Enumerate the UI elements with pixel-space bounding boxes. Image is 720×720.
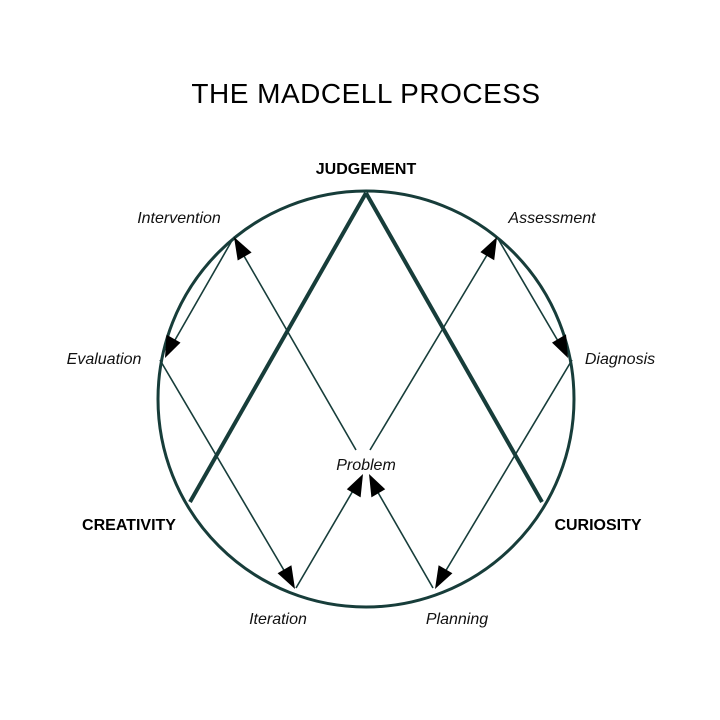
line-planning-problem	[375, 488, 434, 589]
label-curiosity: CURIOSITY	[554, 517, 641, 534]
label-intervention: Intervention	[137, 210, 221, 227]
label-iteration: Iteration	[249, 611, 307, 628]
line-iteration-problem	[295, 488, 355, 589]
label-planning: Planning	[426, 611, 488, 628]
arrowhead-to-iteration	[277, 565, 295, 589]
arrowhead-to-assessment	[480, 237, 497, 261]
arrowhead-to-problem-right	[369, 474, 386, 498]
line-assessment-diagnosis	[496, 236, 559, 342]
label-problem: Problem	[336, 457, 396, 474]
arrowhead-to-intervention	[234, 237, 252, 261]
line-evaluation-iteration	[159, 359, 286, 573]
arrowhead-to-problem-left	[346, 474, 363, 498]
line-problem-assessment	[369, 254, 488, 451]
label-creativity: CREATIVITY	[82, 517, 176, 534]
diagram-title: THE MADCELL PROCESS	[191, 78, 541, 109]
line-intervention-evaluation	[174, 236, 235, 341]
line-problem-intervention	[243, 255, 357, 451]
arrowhead-to-diagnosis	[552, 334, 568, 358]
edge-judgement-curiosity	[364, 192, 544, 503]
label-diagnosis: Diagnosis	[585, 351, 655, 368]
label-evaluation: Evaluation	[67, 351, 142, 368]
process-circle	[156, 189, 576, 609]
arrowhead-to-planning	[435, 565, 453, 589]
label-judgement: JUDGEMENT	[316, 161, 417, 178]
edge-creativity-judgement	[188, 192, 368, 503]
arrowhead-to-evaluation	[165, 334, 181, 358]
label-assessment: Assessment	[507, 210, 596, 227]
line-diagnosis-planning	[444, 359, 573, 573]
